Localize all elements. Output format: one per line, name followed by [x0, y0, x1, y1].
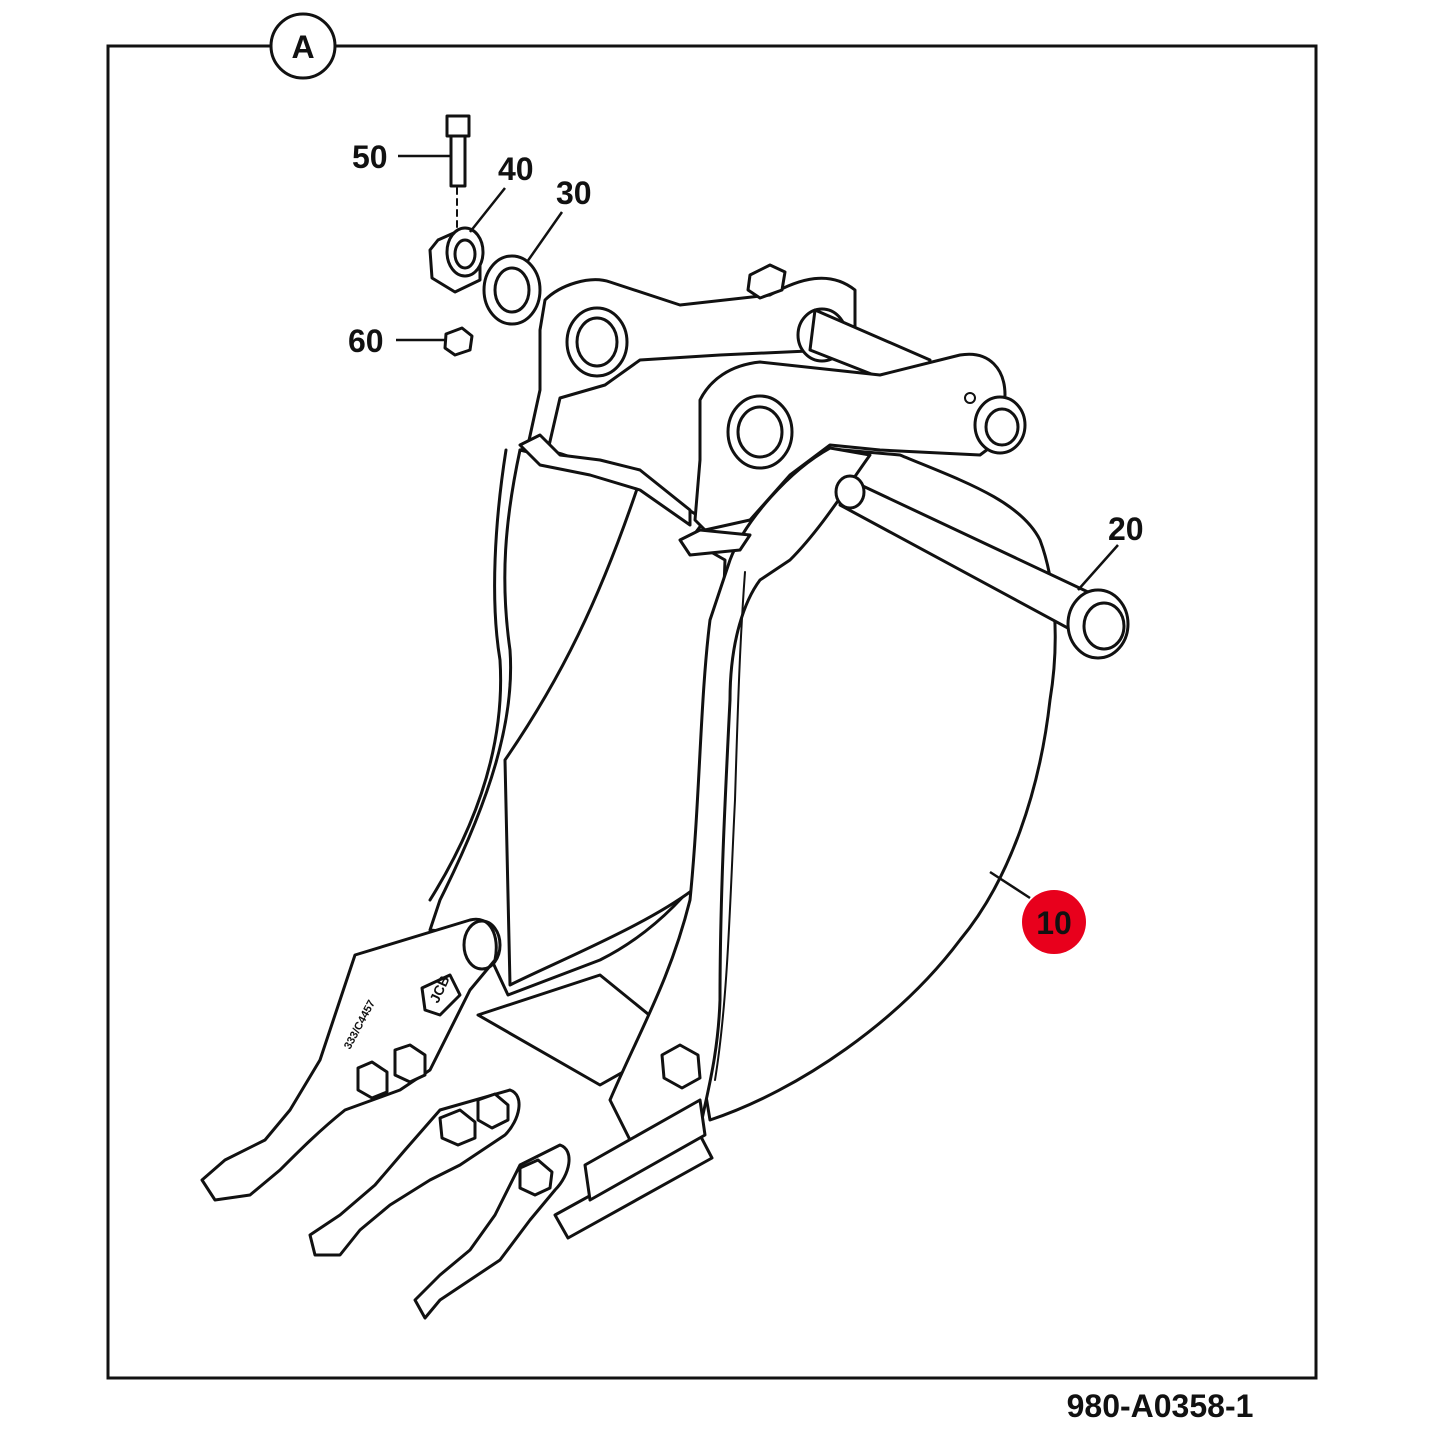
callout-30-label: 30	[556, 175, 592, 211]
callout-60: 60	[348, 323, 445, 359]
adapter-bolts-left	[356, 1043, 427, 1100]
washer-30	[482, 254, 542, 326]
callout-40: 40	[469, 151, 534, 233]
collar-40	[428, 226, 485, 294]
callout-50-label: 50	[352, 139, 388, 175]
callout-10-highlight	[1022, 890, 1086, 954]
bolt-50	[445, 114, 471, 231]
hitch-bracket	[518, 263, 1027, 557]
drawing-number: 980-A0358-1	[1066, 1388, 1254, 1424]
callout-40-label: 40	[498, 151, 534, 187]
view-marker-label: A	[291, 29, 314, 65]
teeth-assembly: JCB 333/C4457	[200, 917, 702, 1320]
callout-10-label: 10	[1036, 905, 1072, 941]
view-marker: A	[269, 12, 337, 80]
callout-30: 30	[525, 175, 592, 263]
callout-60-label: 60	[348, 323, 384, 359]
callout-20-label: 20	[1108, 511, 1144, 547]
callout-50: 50	[352, 139, 450, 175]
bucket-body	[428, 446, 1057, 1240]
nut-60	[443, 326, 474, 357]
callout-20: 20	[1077, 511, 1144, 591]
callout-10: 10	[989, 870, 1086, 954]
pin-20	[834, 474, 1130, 660]
diagram-frame	[106, 44, 1318, 1380]
